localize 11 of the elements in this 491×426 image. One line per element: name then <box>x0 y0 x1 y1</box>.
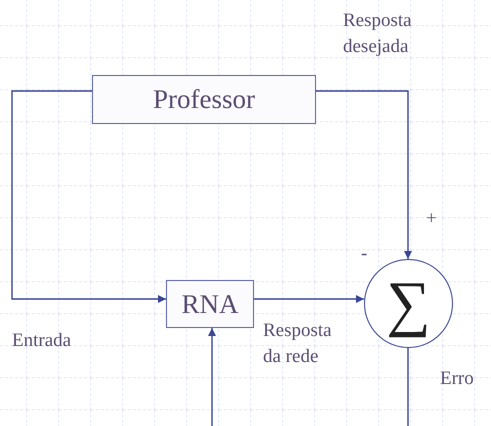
connector-arrow <box>208 328 216 426</box>
connector-arrow <box>254 295 364 303</box>
diagram-label: Resposta da rede <box>263 319 333 369</box>
connector-arrow <box>11 90 166 303</box>
diagram-label: Resposta desejada <box>343 9 413 59</box>
diagram-label: Entrada <box>12 329 72 353</box>
process-box: RNA <box>166 280 254 328</box>
connector-arrow <box>316 90 412 259</box>
process-box: Professor <box>92 75 316 124</box>
diagram-label: + <box>426 207 437 231</box>
diagram-label: Erro <box>440 367 474 391</box>
